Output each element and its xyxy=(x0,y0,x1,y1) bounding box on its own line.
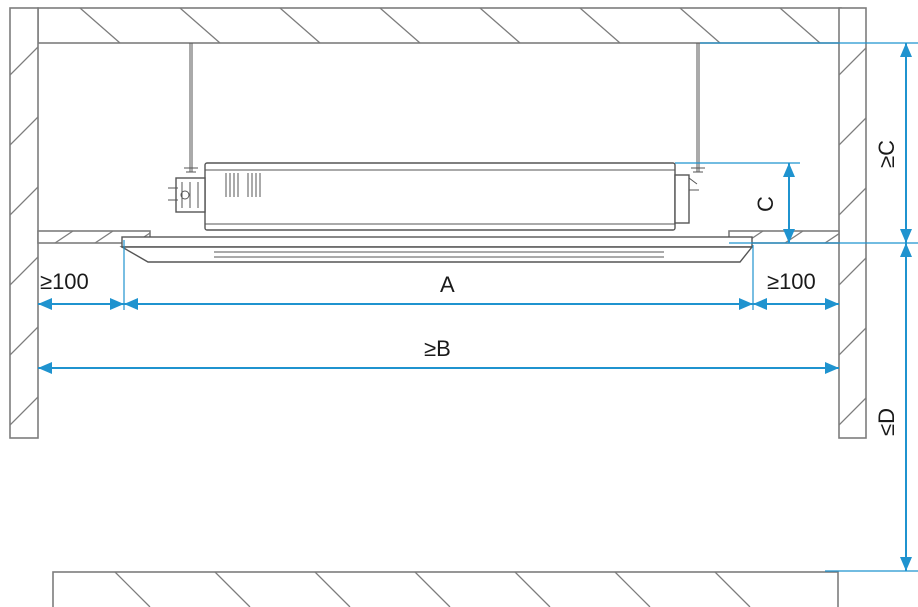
dim-unit-height xyxy=(783,163,795,243)
install-height-label: ≤D xyxy=(874,408,899,436)
vent-grille xyxy=(225,173,261,197)
cassette-unit xyxy=(119,162,754,263)
top-slab xyxy=(37,7,842,44)
dim-ceiling-space xyxy=(900,43,912,243)
floor-slab xyxy=(52,571,839,607)
decorative-panel xyxy=(119,236,754,263)
ceiling-space-label: ≥C xyxy=(874,140,899,168)
room-width-label: ≥B xyxy=(424,336,451,361)
hanger-rods xyxy=(184,43,705,173)
extension-lines xyxy=(123,42,918,572)
left-wall xyxy=(9,7,39,439)
left-clearance-label: ≥100 xyxy=(40,269,89,294)
dim-install-height xyxy=(900,243,912,571)
panel-width-label: A xyxy=(440,272,455,297)
unit-height-label: C xyxy=(753,196,778,212)
dim-panel-width xyxy=(124,298,753,310)
right-wall xyxy=(838,7,867,439)
right-clearance-label: ≥100 xyxy=(767,269,816,294)
pipe-connector xyxy=(168,174,699,224)
dim-right-clearance xyxy=(753,298,839,310)
dim-left-clearance xyxy=(38,298,124,310)
dim-room-width xyxy=(38,362,839,374)
